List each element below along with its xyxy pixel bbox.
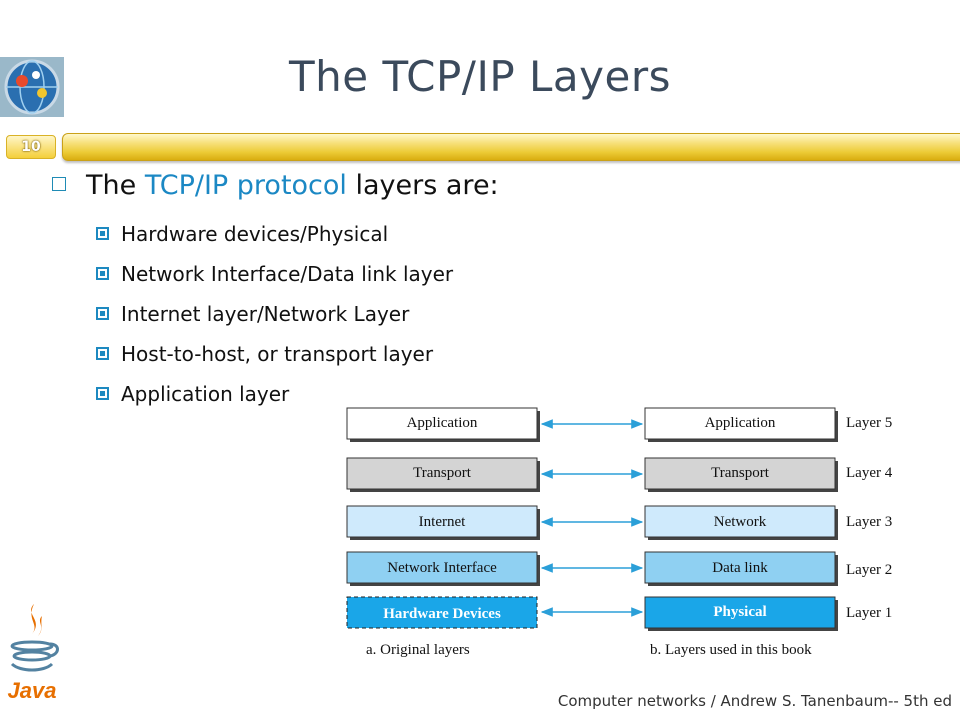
square-bullet-icon	[96, 267, 109, 280]
layer-number-label: Layer 1	[846, 605, 892, 621]
layer-number-label: Layer 3	[846, 514, 892, 530]
layer-number-label: Layer 2	[846, 562, 892, 578]
sub-bullet-list: Hardware devices/Physical Network Interf…	[96, 222, 453, 422]
layer-row-3: Internet Network Layer 3	[346, 505, 892, 540]
layer-number-label: Layer 5	[846, 415, 892, 431]
main-bullet-highlight: TCP/IP protocol	[144, 170, 347, 201]
layers-diagram: Application Application Layer 5 Transpor…	[346, 407, 893, 658]
layer-row-1: Hardware Devices Physical Layer 1	[346, 596, 892, 631]
globe-logo	[0, 57, 64, 117]
book-layer-label: Physical	[713, 604, 766, 620]
layer-number-label: Layer 4	[846, 465, 893, 481]
caption-book-layers: b. Layers used in this book	[650, 642, 812, 658]
main-bullet-suffix: layers are:	[346, 170, 499, 201]
slide-footer: Computer networks / Andrew S. Tanenbaum-…	[557, 692, 952, 710]
main-bullet: The TCP/IP protocol layers are:	[52, 170, 499, 201]
slide-title: The TCP/IP Layers	[288, 52, 671, 101]
layer-row-4: Transport Transport Layer 4	[346, 457, 893, 492]
square-bullet-icon	[96, 307, 109, 320]
main-bullet-prefix: The	[86, 170, 145, 201]
title-divider-bar	[62, 133, 960, 161]
book-layer-label: Application	[705, 415, 776, 431]
java-wordmark-icon: Java	[8, 678, 57, 703]
sub-bullet-text: Hardware devices/Physical	[121, 222, 389, 246]
book-layer-label: Network	[714, 514, 767, 530]
original-layer-label: Transport	[413, 465, 472, 481]
original-layer-label: Hardware Devices	[383, 606, 501, 622]
book-layer-label: Transport	[711, 465, 770, 481]
sub-bullet-text: Internet layer/Network Layer	[121, 302, 410, 326]
sub-bullet-text: Host-to-host, or transport layer	[121, 342, 434, 366]
sub-bullet-text: Application layer	[121, 382, 290, 406]
sub-bullet-text: Network Interface/Data link layer	[121, 262, 454, 286]
original-layer-label: Network Interface	[387, 560, 497, 576]
square-bullet-icon	[96, 347, 109, 360]
caption-original-layers: a. Original layers	[366, 642, 470, 658]
list-item: Network Interface/Data link layer	[96, 262, 453, 302]
list-item: Application layer	[96, 382, 453, 422]
list-item: Internet layer/Network Layer	[96, 302, 453, 342]
layer-row-5: Application Application Layer 5	[346, 407, 892, 442]
layer-row-2: Network Interface Data link Layer 2	[346, 551, 892, 586]
book-layer-label: Data link	[712, 560, 768, 576]
original-layer-label: Application	[407, 415, 478, 431]
original-layer-label: Internet	[419, 514, 466, 530]
hollow-square-bullet-icon	[52, 176, 66, 191]
list-item: Hardware devices/Physical	[96, 222, 453, 262]
list-item: Host-to-host, or transport layer	[96, 342, 453, 382]
page-number-badge: 10	[6, 135, 56, 159]
java-logo: Java	[8, 604, 59, 703]
square-bullet-icon	[96, 387, 109, 400]
square-bullet-icon	[96, 227, 109, 240]
